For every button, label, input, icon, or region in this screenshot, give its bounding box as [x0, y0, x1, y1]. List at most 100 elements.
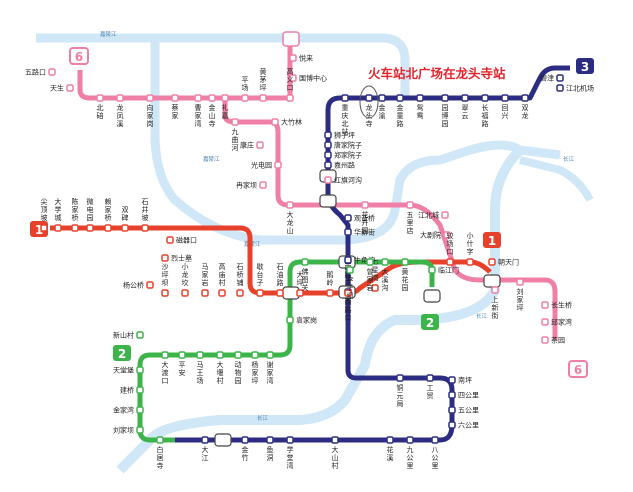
station-line1-9[interactable]: 石桥铺	[236, 263, 244, 297]
station-line6_north-5[interactable]: 蔡家	[171, 94, 179, 120]
interchange-guanyinqiao[interactable]	[319, 194, 337, 208]
station-line1-14[interactable]: 杨公桥	[123, 281, 154, 290]
station-line3-21[interactable]: 工贸	[426, 374, 434, 400]
station-line2-16[interactable]: 建桥	[120, 386, 144, 395]
station-line2-2[interactable]: 大溪沟	[381, 258, 389, 292]
station-line6_north-2[interactable]: 北碚	[96, 94, 104, 120]
station-line6_center-6[interactable]: 五里店	[406, 201, 414, 235]
line6-badge-bottom[interactable]: 6	[568, 360, 588, 378]
station-line2-1[interactable]: 黄花园	[401, 258, 409, 292]
station-line1-16[interactable]: 磁器口	[166, 236, 197, 245]
station-line6_branch-1[interactable]: 国博中心	[289, 74, 327, 83]
interchange-lijia[interactable]	[282, 31, 300, 47]
station-line6_north-7[interactable]: 金山寺	[208, 94, 216, 128]
station-line6_branch-3[interactable]: 黄茅坪	[259, 67, 267, 102]
station-line6_north-4[interactable]: 向家岗	[146, 94, 154, 128]
station-line6_branch-2[interactable]: 高义口	[286, 67, 294, 102]
station-line6_branch-0[interactable]: 悦来	[289, 54, 313, 63]
station-line3-9[interactable]: 金渝	[378, 94, 386, 120]
station-line3-24[interactable]: 五公里	[448, 406, 479, 415]
station-line6_south-2[interactable]: 刘家坪	[516, 278, 524, 312]
station-line2-5[interactable]: 佛图关	[301, 258, 309, 292]
station-line3-29[interactable]: 大山村	[331, 436, 339, 470]
interchange-baijusi[interactable]	[214, 433, 232, 447]
station-line3-28[interactable]: 花溪	[386, 436, 394, 462]
station-line3-16[interactable]: 观音桥	[344, 214, 375, 223]
station-line6_south-3[interactable]: 长生桥	[541, 301, 572, 310]
station-line3-22[interactable]: 南坪	[448, 376, 472, 385]
station-line1-6[interactable]: 大坪	[296, 270, 304, 297]
station-line3-10[interactable]: 龙头寺	[365, 94, 373, 128]
station-line3-20[interactable]: 铜元局	[396, 374, 404, 408]
station-line2-13[interactable]: 大渡口	[161, 351, 169, 385]
station-line3-7[interactable]: 鸳鸯	[416, 94, 424, 120]
station-line2-12[interactable]: 平安	[178, 351, 186, 377]
station-line6_north-1[interactable]: 天生	[50, 84, 74, 93]
station-line3-33[interactable]: 大江	[201, 436, 209, 462]
station-line3-3[interactable]: 回兴	[501, 94, 509, 120]
station-line1-21[interactable]: 陈家桥	[71, 197, 79, 232]
station-line6_north-3[interactable]: 龙凤溪	[116, 94, 124, 128]
station-line6_center-0[interactable]: 大竹林	[271, 118, 302, 127]
station-line1-13[interactable]: 沙坪坝	[161, 263, 169, 297]
station-line1-12[interactable]: 小龙坎	[181, 262, 189, 297]
station-line3-12[interactable]: 郑家院子	[324, 151, 362, 160]
station-line6_south-5[interactable]: 茶园	[541, 336, 565, 345]
line3-badge[interactable]: 3	[576, 58, 594, 74]
station-line1-1[interactable]: 小什字	[466, 231, 474, 266]
station-line1-10[interactable]: 高庙村	[218, 262, 226, 297]
station-line6_branch-4[interactable]: 平场	[241, 76, 249, 102]
station-line6_center-1[interactable]: 康庄	[240, 141, 264, 150]
station-line1-20[interactable]: 微电园	[86, 197, 94, 232]
station-line3-8[interactable]: 金童路	[396, 94, 404, 128]
station-line3-30[interactable]: 学堂湾	[286, 436, 294, 470]
station-line1-11[interactable]: 马家岩	[201, 263, 209, 297]
station-line3-26[interactable]: 八公里	[431, 436, 439, 470]
station-line1-2[interactable]: 较场口	[446, 231, 454, 266]
station-line2-11[interactable]: 马王场	[196, 351, 204, 385]
station-line6_south-4[interactable]: 邱家湾	[541, 318, 572, 327]
station-line6_center-2[interactable]: 光电园	[251, 161, 282, 170]
station-line6_south-1[interactable]: 上新街	[491, 286, 499, 320]
station-line1-18[interactable]: 双碑	[121, 206, 129, 232]
station-line3-25[interactable]: 六公里	[448, 421, 479, 430]
station-line3-31[interactable]: 鱼洞	[266, 436, 274, 462]
interchange-xiaoshizi[interactable]	[423, 289, 441, 303]
station-line2-6[interactable]: 袁家岗	[286, 316, 317, 325]
station-line6_center-5[interactable]: 大龙山	[286, 201, 294, 235]
station-line2-15[interactable]: 天堂堡	[113, 366, 144, 375]
station-line6_south-0[interactable]: 大剧院	[420, 231, 451, 240]
station-line3-11[interactable]: 狮子坪	[324, 131, 355, 140]
station-line3-0[interactable]: 碧津	[540, 74, 564, 83]
station-line3-23[interactable]: 四公里	[448, 391, 479, 400]
station-line6_north-9[interactable]: 冉家坝	[236, 181, 267, 190]
station-line2-10[interactable]: 大堰村	[216, 351, 224, 385]
station-line2-8[interactable]: 杨家坪	[251, 351, 259, 385]
interchange-chaotianmen[interactable]	[483, 274, 501, 288]
station-line2-17[interactable]: 金家湾	[113, 406, 144, 415]
station-line1-22[interactable]: 大学城	[54, 197, 62, 232]
station-line2-18[interactable]: 刘家坝	[113, 426, 144, 435]
line1-badge-right[interactable]: 1	[483, 232, 501, 248]
station-line6_center-4[interactable]: 花卉园	[361, 201, 369, 235]
station-line2-3[interactable]: 曾家岩	[366, 258, 374, 292]
station-line1-0[interactable]: 朝天门	[488, 258, 519, 267]
station-line3-32[interactable]: 金竹	[241, 436, 249, 462]
station-line3-14[interactable]: 重庆北站	[341, 94, 349, 136]
station-line2-19[interactable]: 白居寺	[156, 436, 164, 470]
station-line6_north-0[interactable]: 五路口	[25, 68, 56, 77]
station-line6_branch-5[interactable]: 九曲河	[231, 118, 239, 152]
station-line6_north-8[interactable]: 礼嘉	[221, 94, 229, 120]
station-line2-14[interactable]: 新山村	[113, 331, 144, 340]
station-line3-17[interactable]: 华新街	[344, 228, 375, 237]
station-line6_center-3[interactable]: 红旗河沟	[324, 176, 362, 185]
station-line1-5[interactable]: 鹅岭	[326, 270, 334, 297]
station-line2-0[interactable]: 临江门	[428, 266, 459, 275]
station-line1-15[interactable]: 烈士墓	[161, 254, 192, 263]
station-line3-18[interactable]: 牛角沱	[344, 256, 375, 265]
station-line1-17[interactable]: 石井坡	[141, 198, 149, 232]
station-line3-5[interactable]: 翠云	[461, 94, 469, 120]
station-line3-1[interactable]: 江北机场	[556, 84, 594, 93]
station-line2-9[interactable]: 动物园	[234, 351, 242, 385]
station-line1-8[interactable]: 歇台子	[256, 262, 264, 297]
